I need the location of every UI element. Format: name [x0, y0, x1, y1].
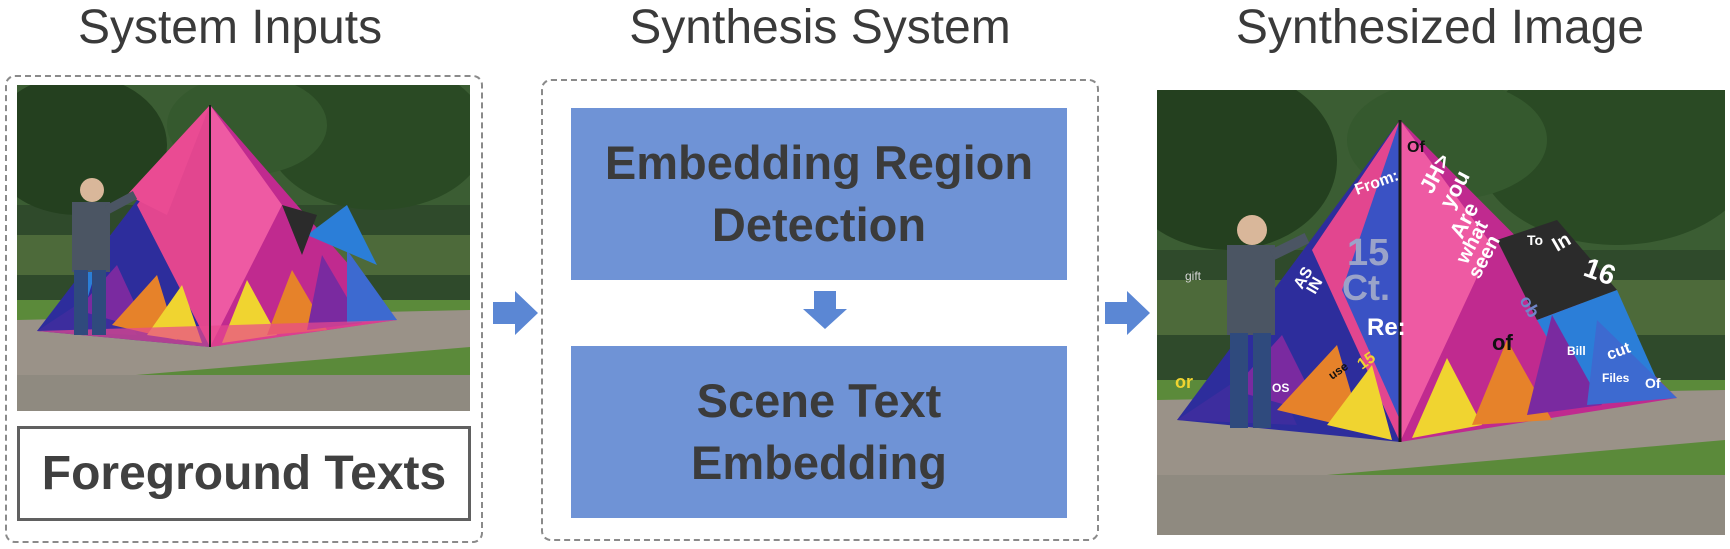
img-text-of-top: Of	[1407, 139, 1425, 156]
step2-line1: Scene Text	[696, 373, 942, 427]
step1-line2: Detection	[711, 198, 927, 251]
img-text-in-lower: IN	[1304, 275, 1327, 297]
img-text-of-right: Of	[1645, 375, 1661, 391]
system-to-output-arrow	[1105, 291, 1150, 335]
synthesized-kite-photo: From: Of JH> you Are what seen 15 Ct. Re…	[1157, 90, 1725, 535]
synthesis-system-panel	[541, 79, 1099, 541]
embedding-region-detection-box: Embedding Region Detection	[571, 108, 1067, 280]
system-inputs-panel	[5, 75, 483, 543]
img-text-ct: Ct.	[1342, 267, 1390, 308]
img-text-gift: gift	[1185, 269, 1202, 283]
detection-to-embedding-arrow	[803, 291, 847, 329]
input-kite-photo	[17, 85, 470, 411]
synthesis-system-heading: Synthesis System	[629, 1, 1011, 54]
img-text-of-mid: of	[1492, 330, 1513, 355]
step1-line1: Embedding Region	[604, 135, 1034, 189]
foreground-texts-box: Foreground Texts	[17, 426, 471, 521]
step2-line2: Embedding	[691, 436, 947, 489]
system-inputs-heading: System Inputs	[77, 1, 383, 54]
img-text-bill: Bill	[1567, 344, 1586, 358]
foreground-texts-label: Foreground Texts	[41, 447, 447, 500]
img-text-re: Re:	[1367, 314, 1406, 341]
synthesized-image-heading: Synthesized Image	[1235, 1, 1645, 54]
img-text-files: Files	[1602, 371, 1630, 385]
input-to-system-arrow	[493, 291, 538, 335]
img-text-os: OS	[1272, 381, 1289, 395]
scene-text-embedding-box: Scene Text Embedding	[571, 346, 1067, 518]
img-text-or: or	[1175, 372, 1193, 392]
img-text-fifteen: 15	[1347, 232, 1389, 274]
img-text-to: To	[1527, 232, 1543, 248]
